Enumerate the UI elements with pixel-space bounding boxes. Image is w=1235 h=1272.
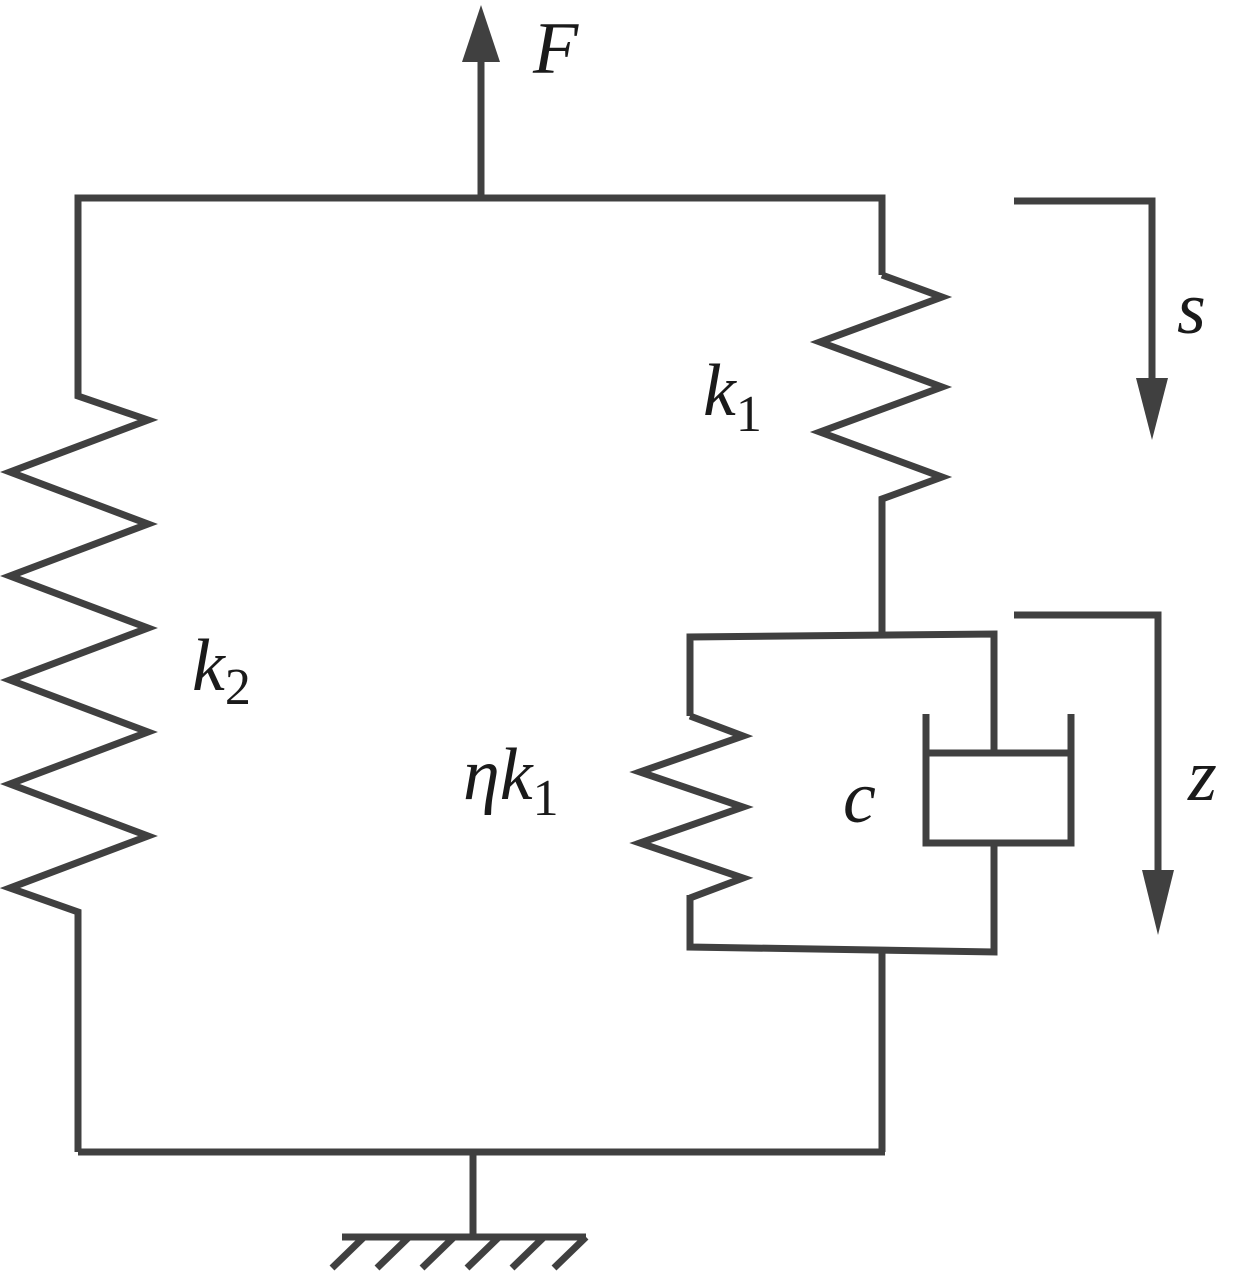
- spring-k2-subscript: 2: [225, 659, 251, 716]
- spring-eta-k1-subscript: 1: [533, 770, 559, 827]
- spring-eta-k1-prefix: η: [463, 734, 500, 816]
- ground-support: [329, 1152, 589, 1271]
- displacement-s-label: s: [1177, 268, 1206, 350]
- force-arrow: [462, 5, 500, 198]
- displacement-arrow-z: [1014, 611, 1174, 935]
- spring-k1: [809, 271, 953, 632]
- spring-k1-symbol: k: [703, 350, 737, 432]
- spring-k2-label: k2: [192, 625, 251, 716]
- spring-k1-label: k1: [703, 350, 762, 443]
- damper-label: c: [843, 757, 876, 839]
- force-label: F: [532, 8, 579, 90]
- parallel-frame-bottom: [686, 846, 998, 956]
- spring-k1-subscript: 1: [736, 386, 762, 443]
- displacement-z-label: z: [1187, 735, 1217, 817]
- displacement-arrow-s: [1014, 197, 1168, 440]
- spring-k2-symbol: k: [192, 625, 226, 707]
- top-bar: [74, 194, 886, 275]
- damper-c: [922, 714, 1075, 847]
- spring-eta-k1-label: ηk1: [463, 734, 559, 827]
- parallel-frame-top: [686, 630, 998, 750]
- spring-eta-k1: [629, 712, 754, 902]
- spring-k2: [0, 275, 159, 1152]
- spring-eta-k1-symbol: k: [500, 734, 534, 816]
